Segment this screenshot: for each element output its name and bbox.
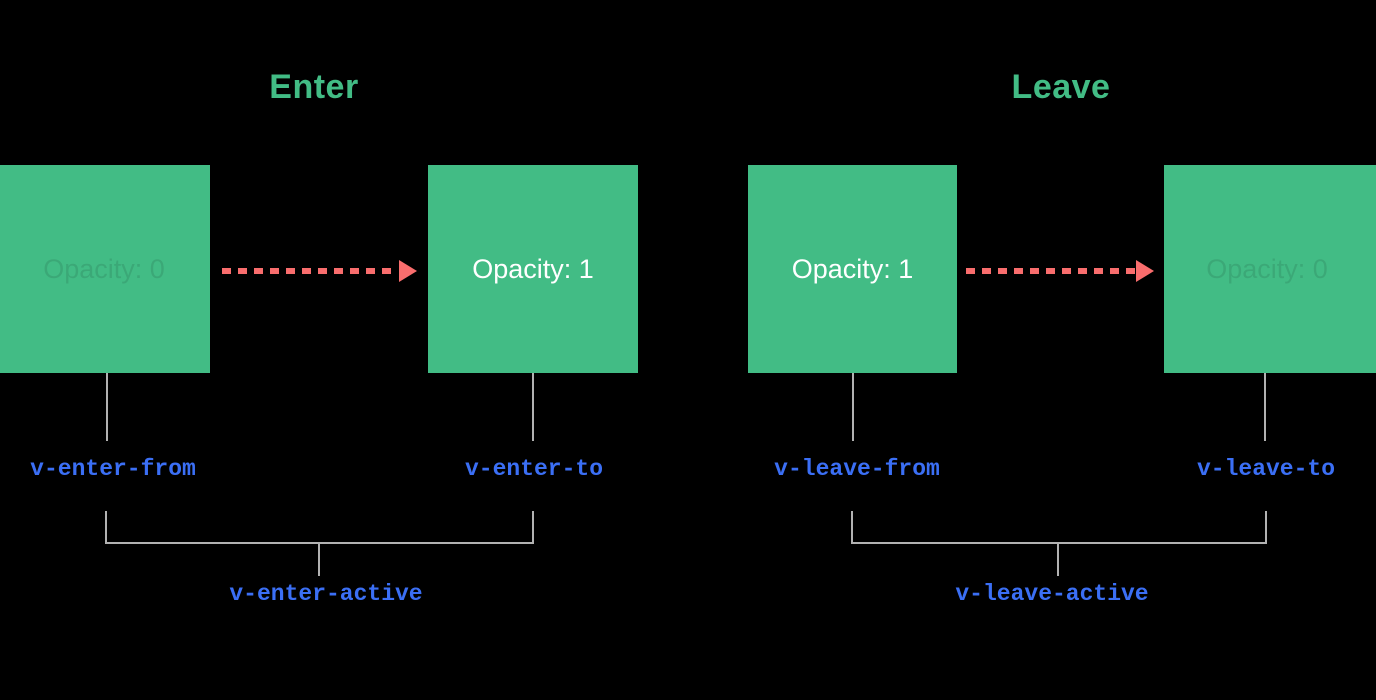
leave-transition-arrow — [966, 260, 1156, 282]
enter-transition-arrow — [222, 260, 418, 282]
stem-leave-to — [1264, 373, 1266, 441]
state-box-enter-from-label: Opacity: 0 — [43, 253, 165, 284]
section-title-enter: Enter — [269, 68, 359, 106]
stem-enter-to — [532, 373, 534, 441]
enter-arrow-line — [222, 268, 398, 274]
section-title-leave: Leave — [1011, 68, 1111, 106]
state-box-enter-to-label: Opacity: 1 — [472, 253, 594, 284]
state-box-enter-from: Opacity: 0 — [0, 165, 210, 373]
stem-enter-from — [106, 373, 108, 441]
class-label-v-leave-from: v-leave-from — [774, 456, 940, 482]
state-box-leave-to-label: Opacity: 0 — [1206, 253, 1328, 284]
class-label-v-leave-active: v-leave-active — [955, 581, 1149, 607]
state-box-leave-to: Opacity: 0 — [1164, 165, 1376, 373]
state-box-enter-to: Opacity: 1 — [428, 165, 638, 373]
bracket-stem-leave-active — [1057, 544, 1059, 576]
leave-arrow-head-icon — [1136, 260, 1154, 282]
state-box-leave-from-label: Opacity: 1 — [791, 253, 914, 284]
bracket-stem-enter-active — [318, 544, 320, 576]
class-label-v-enter-active: v-enter-active — [229, 581, 423, 607]
class-label-v-leave-to: v-leave-to — [1196, 456, 1336, 482]
state-box-leave-from: Opacity: 1 — [748, 165, 957, 373]
enter-arrow-head-icon — [399, 260, 417, 282]
leave-arrow-line — [966, 268, 1135, 274]
class-label-v-enter-to: v-enter-to — [464, 456, 604, 482]
class-label-v-enter-from: v-enter-from — [30, 456, 196, 482]
stem-leave-from — [852, 373, 854, 441]
bracket-enter-active — [105, 511, 534, 544]
bracket-leave-active — [851, 511, 1267, 544]
